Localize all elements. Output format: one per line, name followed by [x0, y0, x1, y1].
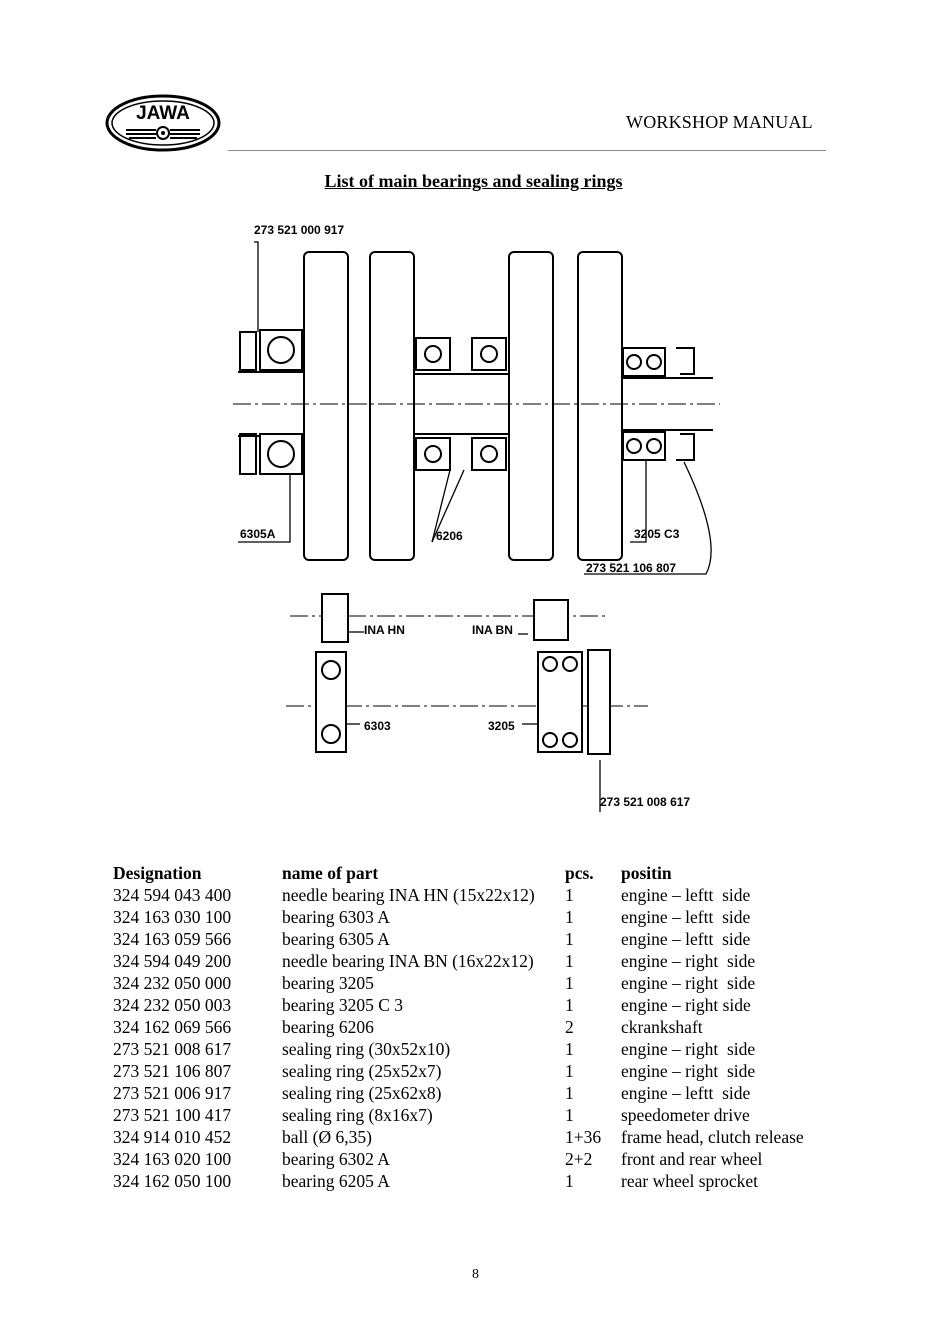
cell: 1	[565, 1083, 574, 1103]
crankshaft-bearing-diagram: 273 521 000 917 6305A 6206 3205 C3 273 5…	[233, 223, 720, 812]
cell: bearing 3205	[282, 973, 374, 993]
cell: 1	[565, 973, 574, 993]
cell: 1	[565, 1171, 574, 1191]
table-row: 324 914 010 452 ball (Ø 6,35) 1+36 frame he…	[113, 1126, 841, 1148]
col-position: positin	[621, 863, 672, 883]
cell: engine – right side	[621, 1061, 756, 1081]
cell: bearing 6205 A	[282, 1171, 390, 1191]
cell: bearing 6305 A	[282, 929, 390, 949]
cell: 2	[565, 1017, 574, 1037]
label-seal-bottom: 273 521 008 617	[600, 795, 690, 809]
cell: needle bearing INA BN (16x22x12)	[282, 951, 534, 971]
label-needle-bn: INA BN	[472, 623, 513, 637]
cell: 1	[565, 995, 574, 1015]
cell: engine – right side	[621, 995, 751, 1015]
table-row: 324 594 043 400 needle bearing INA HN (15…	[113, 884, 841, 906]
header-title: WORKSHOP MANUAL	[626, 112, 813, 132]
table-row: 273 521 100 417 sealing ring (8x16x7) 1 spe…	[113, 1104, 841, 1126]
cell: 1+36	[565, 1127, 602, 1147]
cell: speedometer drive	[621, 1105, 750, 1125]
cell: 324 594 049 200	[113, 951, 232, 971]
cell: bearing 6302 A	[282, 1149, 390, 1169]
cell: engine – leftt side	[621, 929, 751, 949]
cell: frame head, clutch release	[621, 1127, 804, 1147]
cell: sealing ring (30x52x10)	[282, 1039, 451, 1059]
page-title-text: List of main bearings and sealing rings	[324, 171, 623, 191]
table-row: 324 163 020 100 bearing 6302 A 2+2 front an…	[113, 1148, 841, 1170]
cell: ball (Ø 6,35)	[282, 1127, 372, 1147]
cell: engine – leftt side	[621, 1083, 751, 1103]
cell: 1	[565, 907, 574, 927]
cell: 1	[565, 1105, 574, 1125]
cell: engine – right side	[621, 951, 756, 971]
table-row: 324 162 069 566 bearing 6206 2 ckrankshaft	[113, 1016, 841, 1038]
table-row: 324 163 030 100 bearing 6303 A 1 engine – l…	[113, 906, 841, 928]
page-title: List of main bearings and sealing rings	[0, 171, 951, 192]
label-seal-right: 273 521 106 807	[586, 561, 676, 575]
page-number: 8	[472, 1267, 479, 1282]
cell: 324 163 020 100	[113, 1149, 232, 1169]
col-designation: Designation	[113, 863, 202, 883]
table-row: 273 521 006 917 sealing ring (25x62x8) 1 en…	[113, 1082, 841, 1104]
cell: engine – right side	[621, 1039, 756, 1059]
cell: bearing 3205 C 3	[282, 995, 404, 1015]
cell: engine – right side	[621, 973, 756, 993]
table-row: 324 162 050 100 bearing 6205 A 1 rear wheel…	[113, 1170, 841, 1192]
cell: 273 521 100 417	[113, 1105, 232, 1125]
cell: ckrankshaft	[621, 1017, 703, 1037]
cell: 324 162 050 100	[113, 1171, 232, 1191]
cell: 1	[565, 929, 574, 949]
cell: 324 163 059 566	[113, 929, 232, 949]
cell: 2+2	[565, 1149, 593, 1169]
cell: bearing 6303 A	[282, 907, 390, 927]
cell: bearing 6206	[282, 1017, 374, 1037]
cell: 324 594 043 400	[113, 885, 232, 905]
label-needle-hn: INA HN	[364, 623, 405, 637]
cell: sealing ring (8x16x7)	[282, 1105, 433, 1125]
cell: engine – leftt side	[621, 885, 751, 905]
cell: 273 521 006 917	[113, 1083, 232, 1103]
col-name-of-part: name of part	[282, 863, 379, 883]
cell: 1	[565, 1061, 574, 1081]
cell: sealing ring (25x62x8)	[282, 1083, 442, 1103]
cell: 1	[565, 1039, 574, 1059]
cell: rear wheel sprocket	[621, 1171, 759, 1191]
cell: needle bearing INA HN (15x22x12)	[282, 885, 535, 905]
table-header-row: Designation name of part pcs. positin	[113, 862, 841, 884]
label-bearing-3205: 3205	[488, 719, 515, 733]
table-row: 273 521 106 807 sealing ring (25x52x7) 1 en…	[113, 1060, 841, 1082]
table-row: 324 232 050 003 bearing 3205 C 3 1 engine –…	[113, 994, 841, 1016]
label-bearing-left: 6305A	[240, 527, 276, 541]
cell: 273 521 008 617	[113, 1039, 232, 1059]
cell: sealing ring (25x52x7)	[282, 1061, 442, 1081]
jawa-logo: JAWA	[105, 94, 221, 152]
table-row: 273 521 008 617 sealing ring (30x52x10) 1 e…	[113, 1038, 841, 1060]
cell: 1	[565, 885, 574, 905]
label-bearing-right: 3205 C3	[634, 527, 680, 541]
table-row: 324 163 059 566 bearing 6305 A 1 engine – l…	[113, 928, 841, 950]
label-top-seal: 273 521 000 917	[254, 223, 344, 237]
cell: 1	[565, 951, 574, 971]
label-bearing-6303: 6303	[364, 719, 391, 733]
cell: 324 232 050 003	[113, 995, 232, 1015]
cell: 324 163 030 100	[113, 907, 232, 927]
cell: engine – leftt side	[621, 907, 751, 927]
cell: 324 914 010 452	[113, 1127, 232, 1147]
parts-table: Designation name of part pcs. positin 32…	[113, 862, 841, 1192]
table-row: 324 232 050 000 bearing 3205 1 engine – rig…	[113, 972, 841, 994]
cell: 324 232 050 000	[113, 973, 232, 993]
cell: front and rear wheel	[621, 1149, 763, 1169]
col-pcs: pcs.	[565, 863, 594, 883]
logo-text: JAWA	[136, 103, 190, 124]
header-divider	[228, 150, 826, 151]
table-row: 324 594 049 200 needle bearing INA BN (16…	[113, 950, 841, 972]
cell: 273 521 106 807	[113, 1061, 232, 1081]
cell: 324 162 069 566	[113, 1017, 232, 1037]
label-bearing-center: 6206	[436, 529, 463, 543]
